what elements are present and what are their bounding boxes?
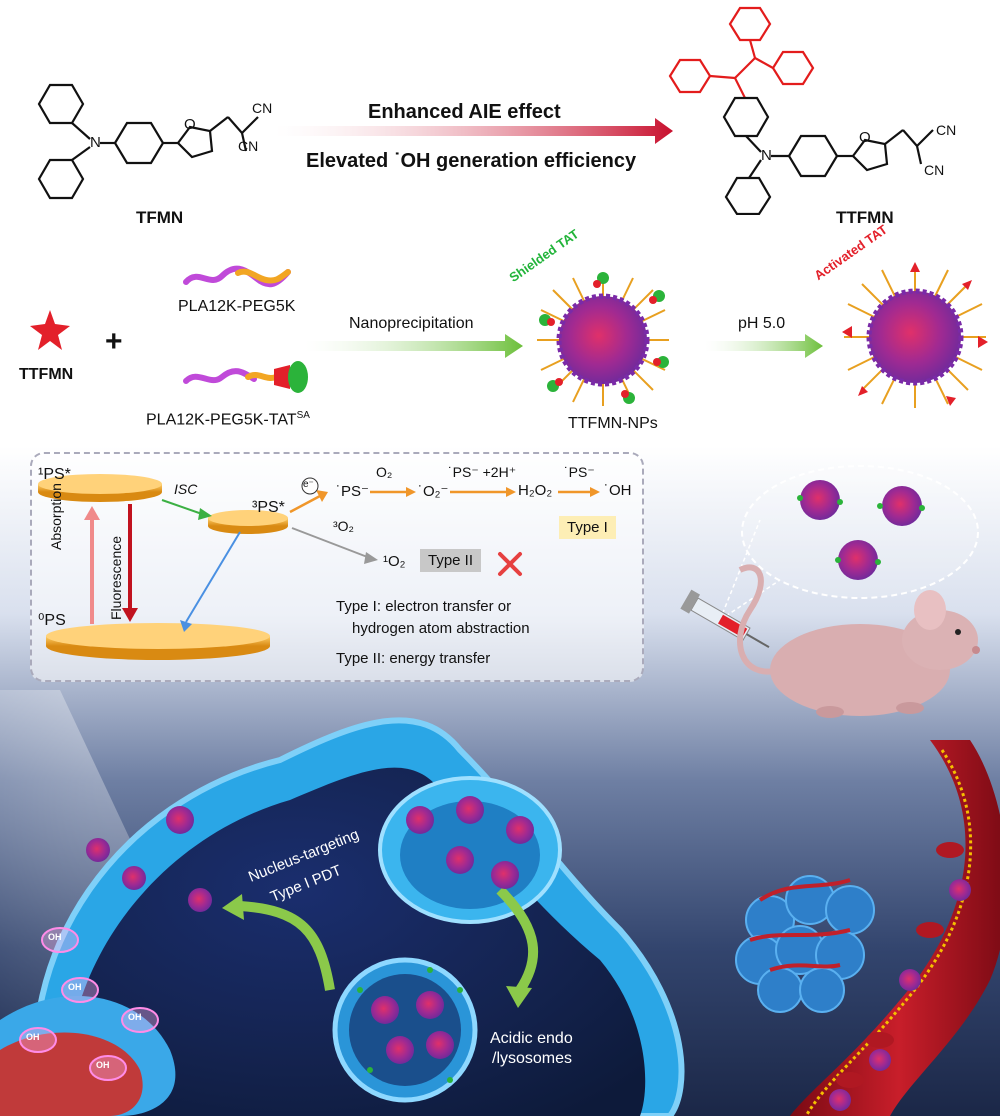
oh-label: ˙OH [604, 482, 632, 499]
nanoprecipitation-arrow [305, 334, 523, 358]
oh-bubble: OH [96, 1060, 110, 1070]
aie-arrow [275, 118, 673, 144]
o2-label: O₂ [376, 464, 393, 480]
nanoparticle-activated [842, 262, 988, 408]
nanoparticle-shielded [537, 272, 669, 406]
step-2-label: pH 5.0 [738, 315, 786, 332]
ph-arrow [705, 334, 823, 358]
type1-badge: Type I [559, 516, 616, 539]
note-3: Type II: energy transfer [336, 650, 491, 667]
tfmn-structure: N O [37, 83, 259, 200]
endo-label-1: Acidic endo [490, 1030, 573, 1047]
n-atom-right: N [761, 147, 772, 164]
ps-radical-2-label: ˙PS⁻ [564, 464, 595, 480]
cn-label: CN [924, 162, 945, 178]
arrow-text-oh: Elevated ˙OH generation efficiency [306, 150, 637, 172]
ps-plus-label: ˙PS⁻ +2H⁺ [448, 464, 517, 480]
polymer-1-icon [183, 265, 291, 288]
ps-radical-label: ˙PS⁻ [336, 483, 369, 500]
oh-bubble: OH [48, 932, 62, 942]
s0-label: ⁰PS [38, 612, 66, 629]
cross-icon [498, 552, 522, 576]
ttfmn-structure: N O [668, 6, 934, 215]
note-1: Type I: electron transfer or [336, 598, 512, 615]
type2-badge: Type II [420, 549, 482, 572]
o-atom-left: O [184, 116, 196, 133]
star-label: TTFMN [19, 366, 74, 383]
tfmn-label: TFMN [136, 208, 184, 227]
cn-label: CN [936, 122, 957, 138]
oh-bubble: OH [128, 1012, 142, 1022]
np-label: TTFMN-NPs [568, 415, 658, 432]
polymer-2-label: PLA12K-PEG5K-TATSA [146, 410, 310, 429]
polymer-1-label: PLA12K-PEG5K [178, 298, 296, 315]
t1-label: ³PS* [252, 499, 285, 516]
plus-sign: + [105, 325, 123, 358]
isc-label: ISC [174, 481, 198, 497]
n-atom-left: N [90, 134, 101, 151]
oh-bubble: OH [26, 1032, 40, 1042]
arrow-text-aie: Enhanced AIE effect [368, 101, 561, 123]
note-2: hydrogen atom abstraction [352, 620, 530, 637]
electron-label: e⁻ [303, 479, 314, 490]
superoxide-label: ˙O₂⁻ [418, 483, 449, 500]
o-atom-right: O [859, 129, 871, 146]
ttfmn-label: TTFMN [836, 208, 894, 227]
cn-label: CN [238, 138, 259, 154]
polymer-2-icon [183, 361, 308, 393]
cn-label: CN [252, 100, 273, 116]
fluorescence-label: Fluorescence [108, 535, 124, 620]
absorption-label: Absorption [48, 483, 64, 550]
ttfmn-star-icon [30, 310, 70, 350]
endo-label-2: /lysosomes [492, 1050, 573, 1067]
singlet-o2-label: ¹O₂ [383, 553, 406, 570]
jablonski-diagram [38, 474, 600, 660]
vessel-illustration [735, 740, 1000, 1116]
cell-illustration [0, 717, 685, 1116]
h2o2-label: H₂O₂ [518, 482, 553, 499]
mouse-illustration [680, 465, 980, 718]
s1-label: ¹PS* [38, 466, 71, 483]
triplet-o2-label: ³O₂ [333, 518, 354, 534]
oh-bubble: OH [68, 982, 82, 992]
step-1-label: Nanoprecipitation [349, 315, 474, 332]
